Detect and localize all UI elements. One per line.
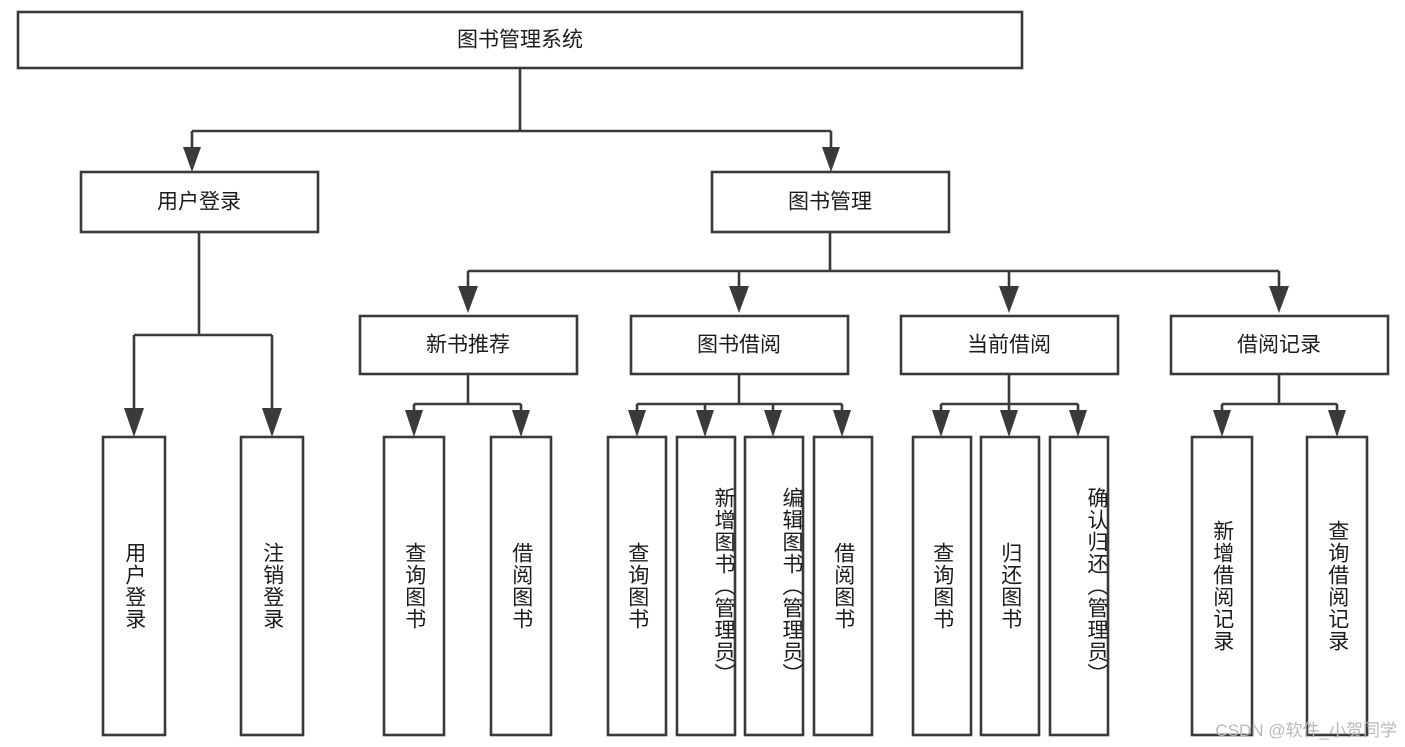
node-user-login-box[interactable] xyxy=(79,170,320,234)
node-book-manage-label: 图书管理 xyxy=(788,191,872,214)
connector-root-to-level2 xyxy=(183,68,840,172)
node-book-borrow-label: 图书借阅 xyxy=(697,334,781,357)
node-new-book-recommend-label: 新书推荐 xyxy=(426,334,510,357)
arrow-head-icon xyxy=(729,286,749,313)
node-root[interactable]: 图书管理系统 xyxy=(16,10,1024,70)
leaf-box-borrow-book-2[interactable] xyxy=(812,435,874,737)
csdn-watermark: CSDN @软件_小贺同学 xyxy=(1215,721,1397,740)
leaf-box-edit-book[interactable] xyxy=(743,435,805,737)
leaf-box-borrow-book-1[interactable] xyxy=(489,435,553,737)
connector-new-book-recommend-to-leaves xyxy=(405,374,530,437)
arrow-head-icon xyxy=(262,408,282,437)
node-book-manage[interactable]: 图书管理 xyxy=(710,170,951,234)
node-current-borrow-label: 当前借阅 xyxy=(967,334,1051,357)
arrow-head-icon xyxy=(1069,410,1087,437)
leaf-box-query-record[interactable] xyxy=(1305,435,1369,737)
arrow-head-icon xyxy=(764,410,782,437)
leaf-box-query-book-3[interactable] xyxy=(911,435,973,737)
connector-user-login-to-leaves xyxy=(124,232,282,437)
arrow-head-icon xyxy=(696,410,714,437)
leaf-box-query-book-2[interactable] xyxy=(606,435,668,737)
arrow-head-icon xyxy=(822,147,840,172)
connector-book-borrow-to-leaves xyxy=(628,374,851,437)
leaf-box-confirm-return[interactable] xyxy=(1048,435,1110,737)
connector-borrow-record-to-leaves xyxy=(1213,374,1346,437)
arrow-head-icon xyxy=(1213,410,1231,437)
node-borrow-record-label: 借阅记录 xyxy=(1237,334,1321,357)
node-current-borrow-box[interactable] xyxy=(899,314,1120,376)
arrow-head-icon xyxy=(458,286,478,313)
connector-current-borrow-to-leaves xyxy=(932,374,1087,437)
leaf-box-query-book-1[interactable] xyxy=(382,435,446,737)
leaf-box-add-record[interactable] xyxy=(1190,435,1254,737)
node-current-borrow[interactable]: 当前借阅 xyxy=(899,314,1120,376)
node-root-box[interactable] xyxy=(16,10,1024,70)
arrow-head-icon xyxy=(124,408,144,437)
arrow-head-icon xyxy=(405,410,423,437)
leaf-box-add-book[interactable] xyxy=(675,435,737,737)
arrow-head-icon xyxy=(1328,410,1346,437)
arrow-head-icon xyxy=(1269,286,1289,313)
leaf-box-return-book[interactable] xyxy=(979,435,1041,737)
connector-book-manage-to-level3 xyxy=(458,232,1289,313)
arrow-head-icon xyxy=(628,410,646,437)
node-user-login-label: 用户登录 xyxy=(157,191,241,214)
arrow-head-icon xyxy=(833,410,851,437)
arrow-head-icon xyxy=(999,286,1019,313)
node-borrow-record[interactable]: 借阅记录 xyxy=(1169,314,1390,376)
arrow-head-icon xyxy=(183,147,201,172)
arrow-head-icon xyxy=(932,410,950,437)
leaf-box-logout[interactable] xyxy=(239,435,305,737)
node-root-label: 图书管理系统 xyxy=(457,29,583,52)
leaf-box-user-login[interactable] xyxy=(101,435,167,737)
arrow-head-icon xyxy=(1000,410,1018,437)
node-new-book-recommend[interactable]: 新书推荐 xyxy=(358,314,579,376)
node-new-book-recommend-box[interactable] xyxy=(358,314,579,376)
arrow-head-icon xyxy=(512,410,530,437)
node-user-login[interactable]: 用户登录 xyxy=(79,170,320,234)
node-book-borrow[interactable]: 图书借阅 xyxy=(629,314,850,376)
